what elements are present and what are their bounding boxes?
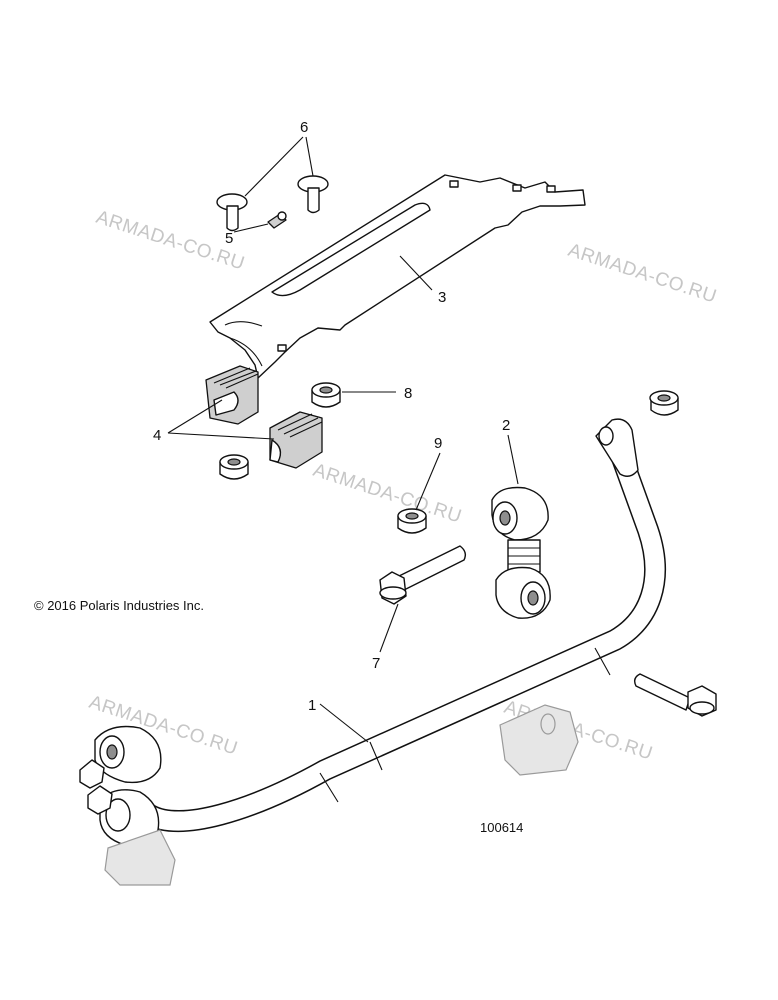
lock-nut — [397, 508, 427, 534]
end-link-assembly — [79, 725, 176, 886]
callout-5: 5 — [225, 230, 233, 247]
leader-9 — [415, 452, 441, 511]
copyright-notice: © 2016 Polaris Industries Inc. — [34, 598, 204, 613]
stabilizer-link — [491, 486, 551, 619]
callout-4: 4 — [153, 427, 161, 444]
stabilizer-bushings — [205, 365, 323, 469]
leader-1 — [319, 703, 369, 743]
carriage-bolts — [216, 175, 329, 232]
callout-2: 2 — [502, 417, 510, 434]
callout-1: 1 — [308, 697, 316, 714]
leader-lines — [167, 136, 519, 743]
watermark-3: ARMADA-CO.RU — [310, 460, 464, 528]
leader-5 — [233, 223, 269, 233]
flange-nuts — [219, 382, 679, 480]
callout-6: 6 — [300, 119, 308, 136]
leader-4a — [167, 399, 223, 434]
figure-number: 100614 — [480, 820, 523, 835]
mounting-bracket — [209, 174, 586, 379]
stabilizer-bar — [139, 418, 666, 832]
leader-7 — [379, 603, 399, 653]
callout-3: 3 — [438, 289, 446, 306]
mounting-pedestal — [499, 704, 579, 776]
hex-flange-bolt — [379, 545, 467, 605]
leader-6b — [305, 136, 314, 177]
callout-9: 9 — [434, 435, 442, 452]
callout-7: 7 — [372, 655, 380, 672]
leader-3 — [399, 255, 433, 291]
leader-6a — [244, 136, 304, 197]
callouts: 1 2 3 4 5 6 7 8 9 — [153, 119, 510, 714]
watermark-2: ARMADA-CO.RU — [565, 240, 719, 308]
leader-2 — [507, 434, 519, 485]
leader-4b — [167, 432, 275, 440]
callout-8: 8 — [404, 385, 412, 402]
grease-fitting — [267, 211, 287, 229]
right-hex-bolt — [633, 673, 717, 717]
